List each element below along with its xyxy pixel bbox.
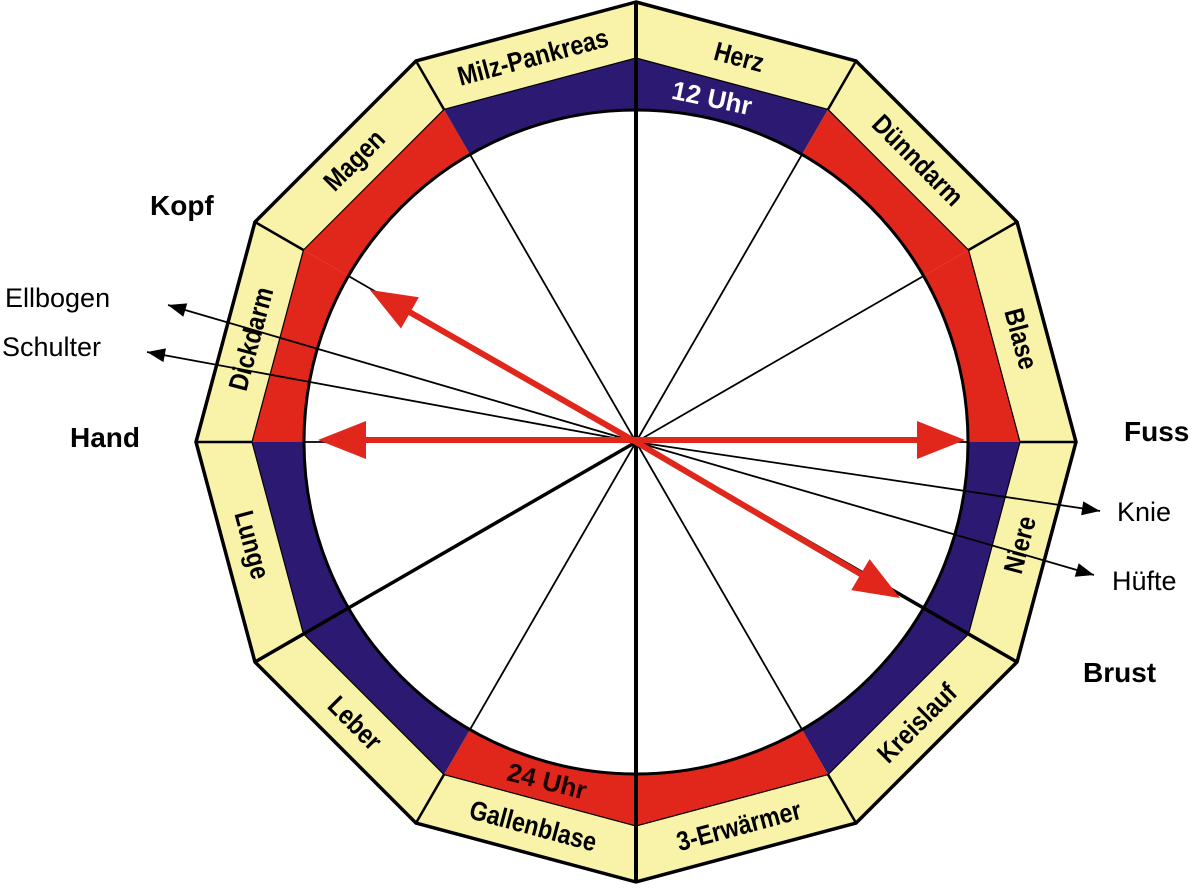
label-huefte: Hüfte: [1112, 566, 1177, 596]
radial-line: [469, 154, 637, 443]
arrowhead-huefte: [1074, 563, 1094, 577]
radial-line: [635, 275, 924, 443]
arrowhead-schulter: [147, 348, 166, 363]
red-arrowhead-left: [318, 421, 366, 459]
label-kopf: Kopf: [150, 190, 214, 221]
band-separator: [414, 60, 446, 111]
label-hand: Hand: [70, 422, 140, 453]
radial-line: [635, 441, 803, 730]
arrowhead-knie: [1081, 501, 1100, 516]
label-ellbogen: Ellbogen: [5, 283, 110, 313]
band-separator: [254, 220, 305, 252]
red-lower-right-arrow: [634, 439, 866, 579]
label-fuss: Fuss: [1124, 416, 1189, 447]
band-separator: [826, 773, 858, 824]
arrowhead-ellbogen: [168, 303, 188, 317]
label-brust: Brust: [1083, 657, 1156, 688]
red-upper-left-arrow: [404, 307, 638, 445]
band-separator: [826, 60, 858, 111]
red-direction-arrows: [318, 290, 965, 598]
band-separator: [414, 773, 446, 824]
arrow-line-ellbogen: [167, 304, 637, 443]
arrow-line-huefte: [635, 441, 1095, 576]
radial-line: [469, 441, 637, 730]
arrow-line-knie: [635, 441, 1101, 512]
body-part-arrows: [146, 303, 1101, 577]
red-arrowhead-lower-right: [851, 559, 900, 598]
radial-line: [635, 154, 803, 443]
label-knie: Knie: [1117, 497, 1171, 527]
red-arrowhead-right: [917, 421, 965, 459]
arrow-line-schulter: [146, 351, 637, 443]
diagonal-axis-line: [254, 440, 637, 664]
label-schulter: Schulter: [2, 332, 101, 362]
band-separator: [967, 220, 1018, 252]
red-arrowhead-upper-left: [370, 290, 419, 329]
